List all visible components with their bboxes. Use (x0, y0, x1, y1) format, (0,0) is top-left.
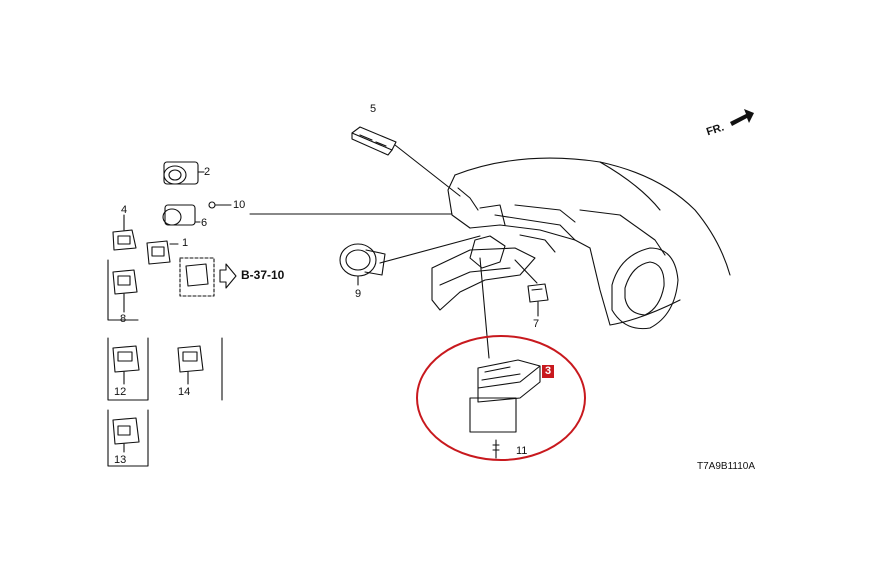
callout-11: 11 (516, 445, 528, 457)
reference-link[interactable]: B-37-10 (241, 268, 285, 282)
part-5-shape (351, 126, 397, 156)
callout-10: 10 (233, 199, 246, 211)
callout-8: 8 (120, 313, 127, 325)
part-6-shape (162, 204, 201, 226)
callout-5: 5 (370, 103, 377, 115)
part-1-shape (146, 240, 179, 265)
callout-9: 9 (355, 288, 362, 300)
part-7-shape (527, 283, 549, 317)
callout-14: 14 (178, 386, 191, 398)
callout-4: 4 (121, 204, 128, 216)
callout-6: 6 (201, 217, 208, 229)
callout-13: 13 (114, 454, 127, 466)
part-9-shape (339, 243, 386, 286)
part-3-shape (469, 359, 541, 459)
callout-2: 2 (204, 166, 211, 178)
front-arrow-icon (730, 109, 754, 126)
callout-7: 7 (533, 318, 540, 330)
callout-3-highlighted[interactable]: 3 (542, 365, 555, 378)
diagram-code: T7A9B1110A (697, 461, 756, 472)
part-10-shape (208, 201, 232, 209)
callout-12: 12 (114, 386, 127, 398)
callout-1: 1 (182, 237, 189, 249)
part-8-shape (107, 259, 139, 321)
reference-group-shape (179, 257, 237, 297)
highlight-circle (416, 335, 586, 461)
part-4-shape (112, 214, 137, 251)
part-2-shape (163, 161, 205, 185)
part-13-shape (107, 409, 149, 467)
parts-12-14-frame (107, 337, 223, 401)
dashboard-outline (431, 157, 731, 330)
